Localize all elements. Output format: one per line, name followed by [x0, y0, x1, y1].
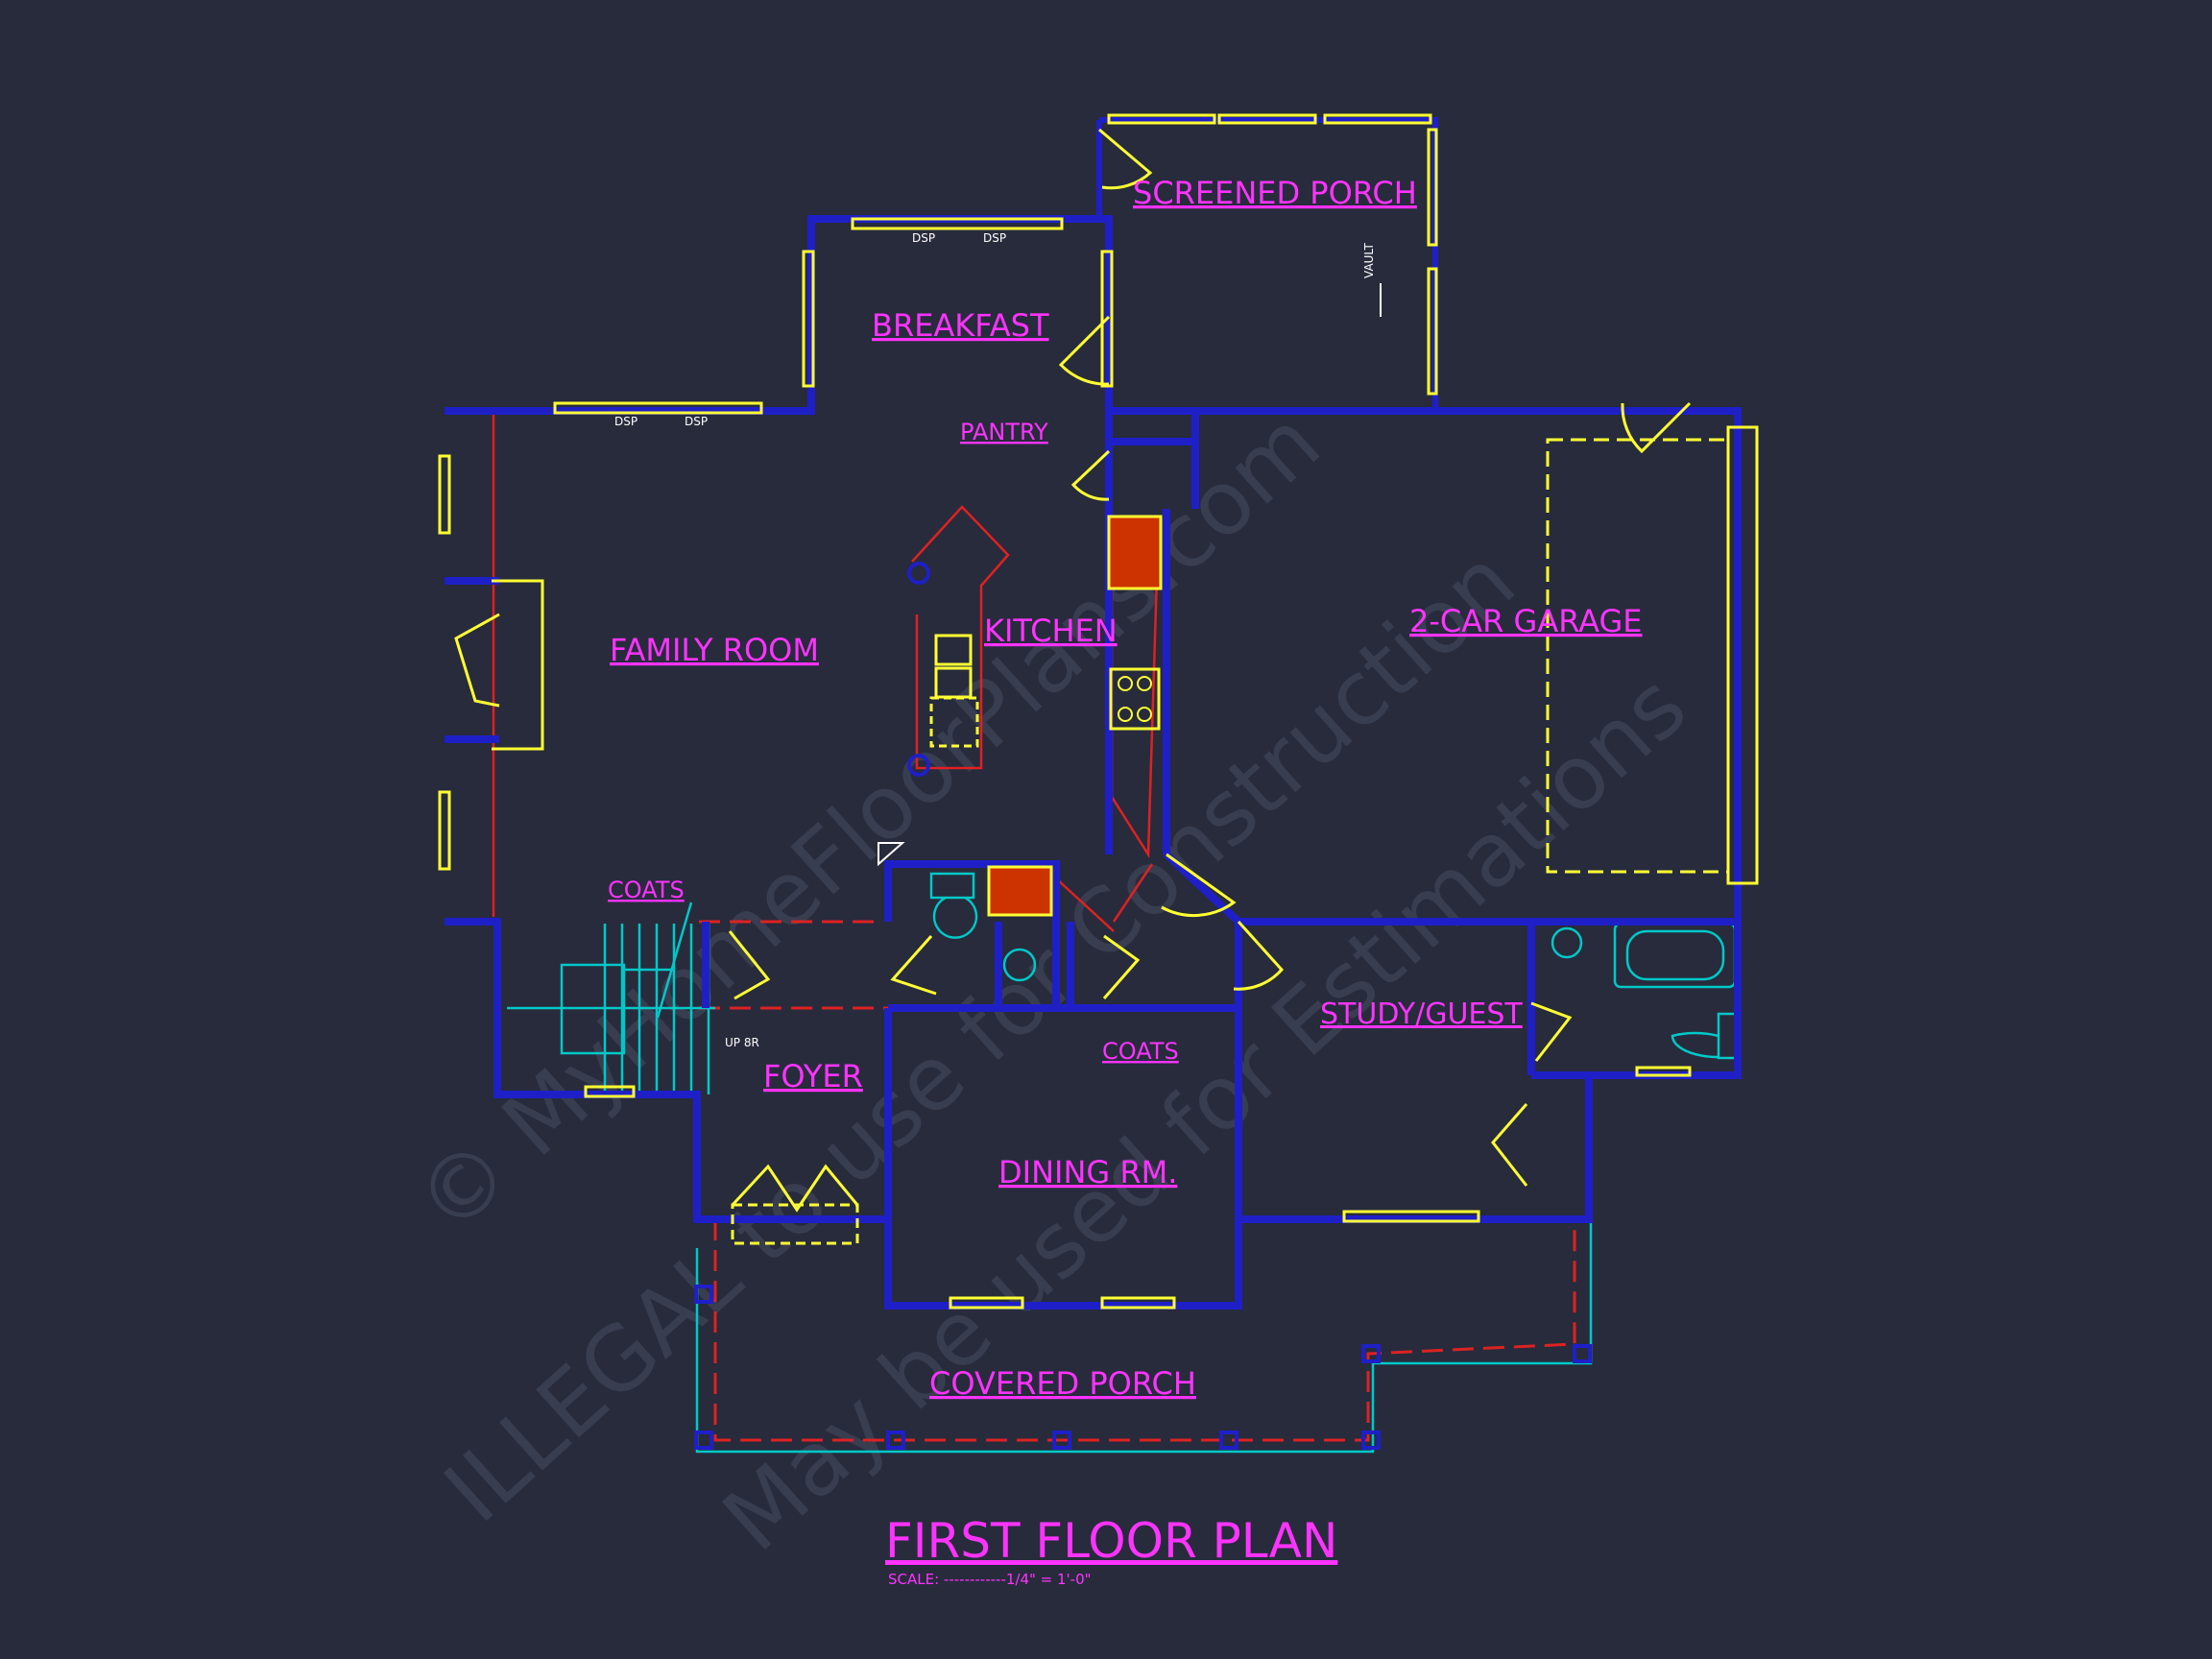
north-marker-icon	[878, 842, 905, 867]
label-study-guest: STUDY/GUEST	[1320, 998, 1523, 1031]
front-double-door	[731, 1164, 859, 1213]
windows	[438, 113, 1759, 1310]
dsp-note-1: DSP	[912, 231, 935, 245]
bath-sink-icon	[1551, 926, 1583, 959]
door-powder	[890, 935, 937, 996]
stair-arrow	[656, 902, 693, 1019]
bath-toilet-icon	[1671, 1012, 1738, 1060]
refrigerator-icon	[1107, 515, 1163, 590]
door-pantry	[1070, 449, 1111, 501]
label-family-room: FAMILY ROOM	[610, 632, 819, 668]
powder-toilet-icon	[929, 872, 978, 939]
label-dining: DINING RM.	[998, 1154, 1177, 1190]
label-kitchen: KITCHEN	[984, 613, 1118, 649]
bathtub-inner	[1625, 929, 1725, 981]
powder-sink-icon	[1002, 948, 1037, 982]
door-breakfast	[1058, 315, 1111, 386]
annotations: DSP DSP DSP DSP VAULT UP 8R	[614, 231, 1382, 1049]
label-pantry: PANTRY	[960, 419, 1048, 445]
door-study	[1233, 920, 1285, 991]
label-breakfast: BREAKFAST	[872, 307, 1049, 344]
label-screened-porch: SCREENED PORCH	[1133, 175, 1417, 211]
title-block: FIRST FLOOR PLAN SCALE: ------------1/4"…	[885, 1513, 1337, 1588]
dsp-note-2: DSP	[983, 231, 1006, 245]
plan-title: FIRST FLOOR PLAN	[885, 1513, 1337, 1569]
door-coats-right	[1102, 934, 1141, 999]
door-study-closet	[1491, 1103, 1528, 1187]
plan-scale: SCALE: ------------1/4" = 1'-0"	[888, 1571, 1092, 1588]
label-covered-porch: COVERED PORCH	[929, 1365, 1196, 1402]
cyan-elements	[507, 872, 1738, 1454]
door-garage-entry	[1161, 853, 1237, 918]
dsp-note-4: DSP	[685, 415, 708, 428]
door-screened-porch	[1098, 128, 1153, 190]
label-garage: 2-CAR GARAGE	[1409, 603, 1643, 639]
screened-porch-walls	[1096, 117, 1438, 411]
label-foyer: FOYER	[763, 1058, 863, 1094]
door-garage	[1621, 401, 1692, 454]
label-coats-right: COATS	[1102, 1038, 1179, 1065]
door-bath	[1530, 1001, 1573, 1062]
door-coats-left	[728, 930, 771, 1000]
room-labels: SCREENED PORCH BREAKFAST PANTRY FAMILY R…	[608, 175, 1643, 1402]
dsp-note-3: DSP	[614, 415, 637, 428]
porch-beam-line	[713, 1219, 1576, 1442]
doors	[728, 128, 1692, 1213]
fixtures	[907, 515, 1163, 917]
stair-up-note: UP 8R	[725, 1036, 759, 1049]
powder-vanity-icon	[987, 865, 1053, 917]
vault-note: VAULT	[1362, 243, 1376, 278]
cooktop-icon	[1109, 667, 1161, 731]
covered-porch-outline	[695, 1219, 1593, 1454]
bathtub-icon	[1613, 922, 1737, 989]
label-coats-left: COATS	[608, 877, 685, 903]
porch-columns	[694, 1285, 1592, 1450]
